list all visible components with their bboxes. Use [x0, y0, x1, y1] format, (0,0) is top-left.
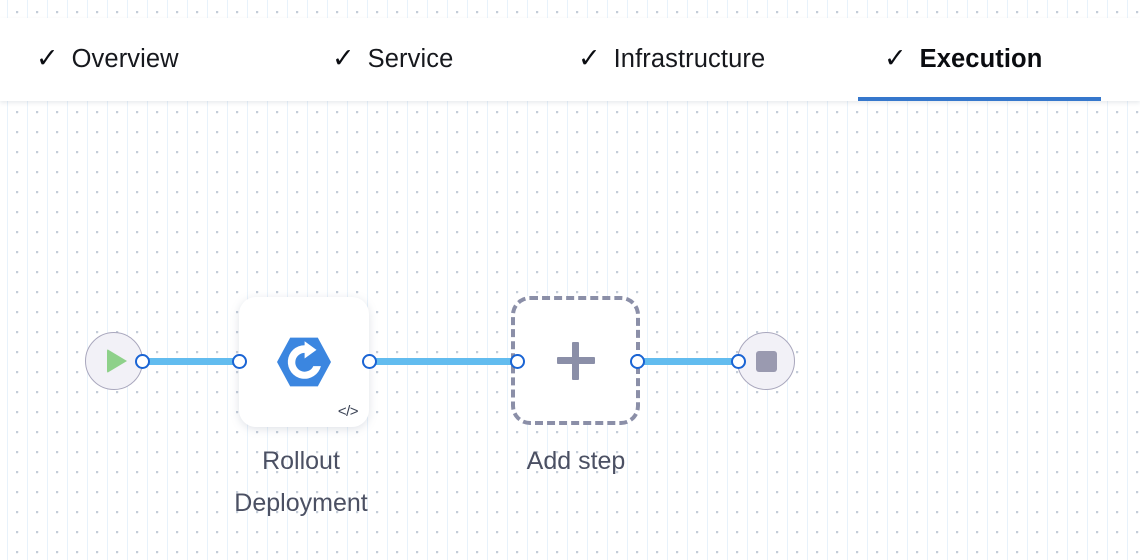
plus-icon	[556, 341, 595, 380]
add-step-label: Add step	[526, 447, 626, 475]
add-step-output-handle[interactable]	[630, 354, 645, 369]
tab-infrastructure[interactable]: ✓ Infrastructure	[578, 18, 825, 101]
tab-execution-label: Execution	[919, 45, 1043, 73]
add-step-node[interactable]	[511, 296, 640, 425]
tab-service-label: Service	[367, 45, 454, 73]
tab-infrastructure-underline	[578, 97, 825, 101]
tab-infrastructure-label: Infrastructure	[613, 45, 766, 73]
check-icon: ✓	[578, 42, 601, 73]
start-node[interactable]	[85, 332, 143, 390]
step-input-handle[interactable]	[232, 354, 247, 369]
pipeline-stage-tabbar: ✓ Overview ✓ Service ✓ Infrastructure ✓ …	[0, 18, 1140, 101]
tab-execution[interactable]: ✓ Execution	[858, 18, 1101, 101]
stop-icon	[755, 350, 777, 372]
tab-service[interactable]: ✓ Service	[332, 18, 522, 101]
step-output-handle[interactable]	[362, 354, 377, 369]
edge-start-to-step[interactable]	[142, 358, 246, 365]
check-icon: ✓	[884, 42, 907, 73]
add-step-input-handle[interactable]	[510, 354, 525, 369]
tab-overview-label: Overview	[71, 45, 179, 73]
edge-step-to-add[interactable]	[366, 358, 521, 365]
tab-overview[interactable]: ✓ Overview	[36, 18, 251, 101]
tab-service-underline	[332, 97, 522, 101]
start-node-output-handle[interactable]	[135, 354, 150, 369]
rollout-deployment-icon	[239, 297, 369, 427]
play-icon	[107, 349, 127, 373]
code-icon[interactable]: </>	[337, 403, 359, 420]
tab-execution-underline	[858, 97, 1101, 101]
rollout-deployment-step[interactable]: </>	[239, 297, 369, 427]
rollout-deployment-step-label: Rollout Deployment	[234, 447, 368, 517]
edge-add-to-end[interactable]	[634, 358, 744, 365]
check-icon: ✓	[332, 42, 355, 73]
tab-overview-underline	[36, 97, 251, 101]
check-icon: ✓	[36, 42, 59, 73]
end-node[interactable]	[737, 332, 795, 390]
end-node-input-handle[interactable]	[731, 354, 746, 369]
